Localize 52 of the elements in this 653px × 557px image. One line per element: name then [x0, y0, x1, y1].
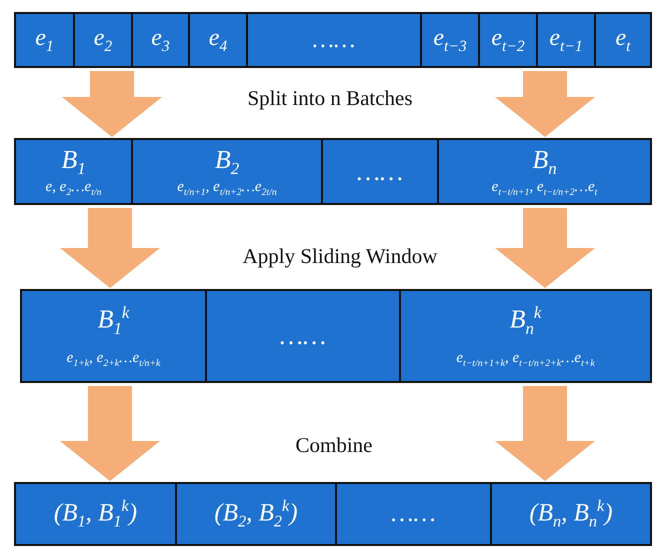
element-range: e, e$_{2}$…e$_{t/n}$: [46, 179, 102, 198]
element-range: e$_{1+k}$, e$_{2+k}$…e$_{t/n+k}$: [66, 350, 160, 370]
math-label: (B$_{2}$, B$_{2}$$^{k}$): [214, 496, 298, 532]
math-label: (B$_{1}$, B$_{1}$$^{k}$): [54, 496, 138, 532]
math-label: B$_{1}$: [61, 144, 86, 180]
batch-box: [205, 289, 401, 383]
arrow: [60, 386, 160, 481]
arrow: [62, 71, 162, 137]
step-label: Split into n Batches: [247, 86, 413, 111]
element-range: e$_{t−t/n+1}$, e$_{t−t/n+2}$…e$_{t}$: [492, 179, 598, 198]
batch-box: [420, 12, 480, 68]
batch-box: [20, 289, 207, 383]
math-label: e$_{t}$: [616, 24, 630, 56]
batch-box: [73, 12, 133, 68]
element-range: e$_{t−t/n+1+k}$, e$_{t−t/n+2+k}$…e$_{t+k}$: [456, 350, 595, 370]
math-label: e$_{1}$: [35, 24, 54, 56]
batch-box: [188, 12, 248, 68]
element-range: e$_{t/n+1}$, e$_{t/n+2}$…e$_{2t/n}$: [177, 179, 277, 198]
batch-box: [536, 12, 596, 68]
batch-box: [14, 482, 177, 546]
batch-box: [14, 12, 75, 68]
batch-box: [399, 289, 652, 383]
batch-box: [437, 138, 652, 205]
math-label: (B$_{n}$, B$_{n}$$^{k}$): [529, 496, 613, 532]
batch-box: [490, 482, 652, 546]
batch-box: [131, 12, 190, 68]
math-label: e$_{t−1}$: [549, 24, 583, 56]
batch-box: [321, 138, 439, 205]
math-label: ……: [280, 321, 326, 351]
batch-box: [14, 138, 133, 205]
math-label: e$_{3}$: [151, 24, 170, 56]
batch-box: [594, 12, 652, 68]
step-label: Combine: [296, 433, 372, 458]
math-label: B$_{2}$: [214, 144, 240, 180]
math-label: ……: [391, 500, 436, 528]
arrow: [495, 71, 595, 137]
step-label: Apply Sliding Window: [242, 244, 438, 269]
batch-box: [175, 482, 337, 546]
arrow: [495, 208, 595, 288]
batch-box: [246, 12, 422, 68]
batch-box: [335, 482, 492, 546]
math-label: e$_{4}$: [208, 24, 228, 56]
math-label: ……: [356, 156, 404, 186]
math-label: e$_{t−2}$: [491, 24, 525, 56]
math-label: e$_{2}$: [94, 24, 112, 56]
arrow: [60, 208, 160, 288]
math-label: e$_{t−3}$: [433, 24, 467, 56]
math-label: ……: [312, 26, 356, 54]
batch-box: [131, 138, 323, 205]
math-label: B$_{n}$: [532, 144, 557, 180]
arrow: [495, 386, 595, 481]
batch-box: [478, 12, 538, 68]
